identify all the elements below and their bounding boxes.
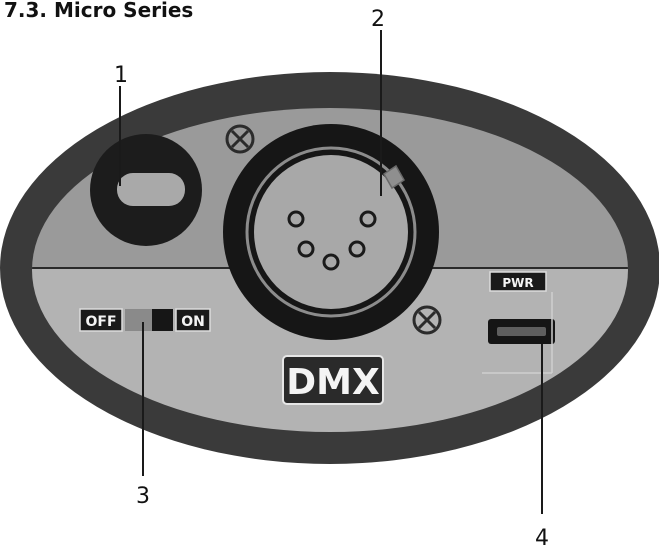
switch-on-label-box xyxy=(175,308,211,332)
dmx-label-plate: DMX xyxy=(282,355,384,405)
section-title: 7.3. Micro Series xyxy=(4,0,194,22)
dmx-label: DMX xyxy=(286,362,380,403)
switch-off-label-box xyxy=(79,308,123,332)
rotary-knob xyxy=(90,134,202,246)
power-switch: OFF ON xyxy=(79,308,211,332)
switch-off-label: OFF xyxy=(85,314,116,330)
xlr-pin xyxy=(348,240,366,258)
switch-on-label: ON xyxy=(181,314,205,330)
xlr-key-notch xyxy=(383,164,405,190)
knob-slot xyxy=(117,173,185,206)
xlr-pin xyxy=(322,253,340,271)
pwr-label: PWR xyxy=(502,276,533,290)
xlr-pin xyxy=(297,240,315,258)
callout-number-1: 1 xyxy=(114,63,128,88)
callout-number-4: 4 xyxy=(535,526,549,551)
switch-lever xyxy=(152,309,173,331)
dmx-xlr-connector xyxy=(223,124,439,340)
pwr-label-box xyxy=(489,271,547,292)
screw-icon xyxy=(225,124,255,154)
power-port: PWR xyxy=(482,271,555,374)
callout-number-3: 3 xyxy=(136,484,150,509)
xlr-pin xyxy=(359,210,377,228)
xlr-pin xyxy=(287,210,305,228)
callout-number-2: 2 xyxy=(371,7,385,32)
screw-icon xyxy=(412,305,442,335)
